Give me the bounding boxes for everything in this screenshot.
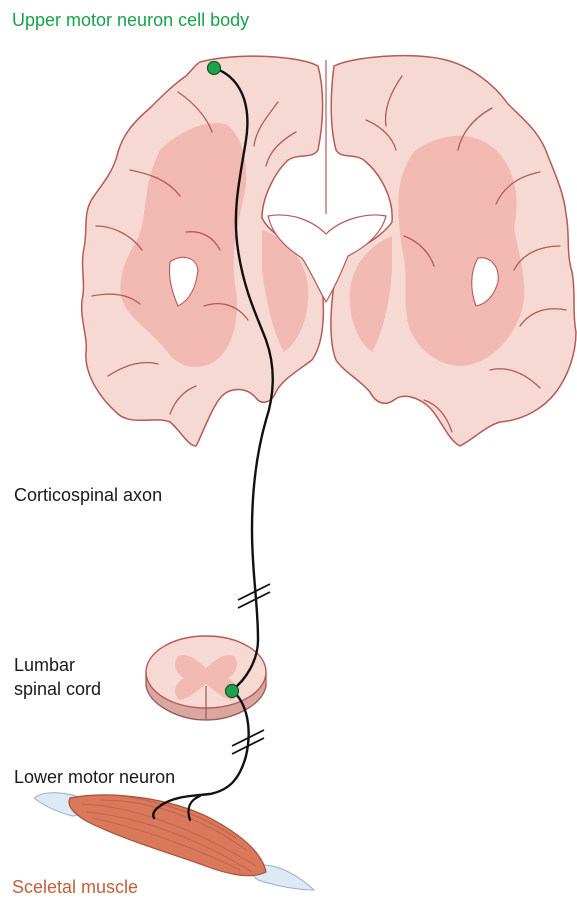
lumbar-label-line1: Lumbar (14, 654, 75, 677)
lower-motor-neuron-label: Lower motor neuron (14, 766, 175, 789)
lumbar-spinal-cord-section (146, 636, 266, 720)
brain-coronal-section (82, 56, 576, 446)
lower-motor-neuron-dot (226, 685, 239, 698)
upper-motor-neuron-label: Upper motor neuron cell body (12, 9, 249, 32)
muscle-belly (69, 795, 266, 876)
upper-motor-neuron-dot (208, 62, 221, 75)
corticospinal-axon-label: Corticospinal axon (14, 484, 162, 507)
lumbar-label-line2: spinal cord (14, 678, 101, 701)
skeletal-muscle-label: Sceletal muscle (12, 876, 138, 899)
